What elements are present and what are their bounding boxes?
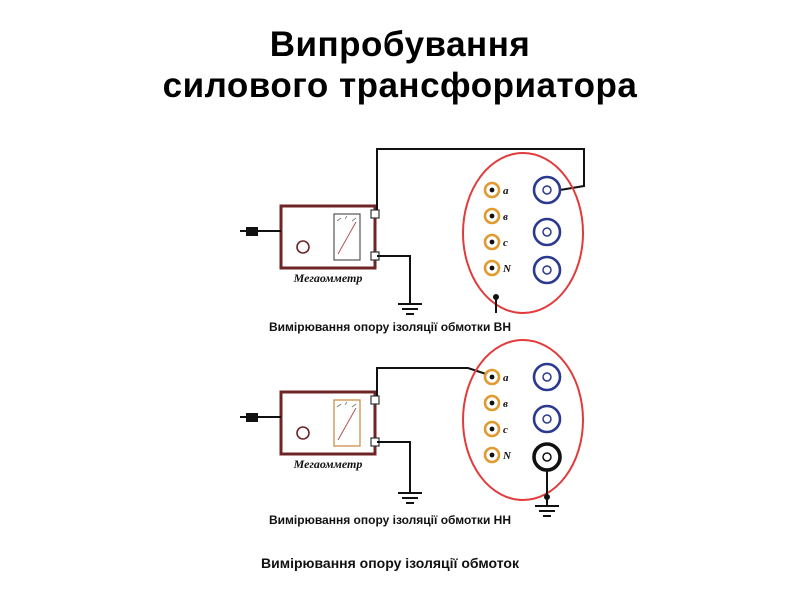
terminal-label-n: N xyxy=(502,450,512,462)
lv-terminal-c-dot xyxy=(489,239,495,245)
device-label: Мегаомметр xyxy=(293,457,363,471)
lv-terminal-a-dot xyxy=(489,187,495,193)
terminal-label-c: с xyxy=(503,424,508,436)
diagram-caption-lv: Вимірювання опору ізоляції обмотки НН xyxy=(269,513,511,527)
hv-bushing-2-center xyxy=(542,414,552,424)
ground-junction-dot xyxy=(544,494,550,500)
lv-terminal-b-dot xyxy=(489,213,495,219)
probe-plug xyxy=(246,413,258,422)
page-title: Випробування силового трансфориатора xyxy=(0,24,800,107)
device-body xyxy=(279,390,377,456)
hv-bushing-3-center xyxy=(542,452,552,462)
title-line-1: Випробування xyxy=(269,25,531,64)
lv-terminal-n-dot xyxy=(489,452,495,458)
device-label: Мегаомметр xyxy=(293,271,363,285)
ground-symbol xyxy=(398,303,422,315)
hv-bushing-1-center xyxy=(542,185,552,195)
megohmmeter-lv xyxy=(240,390,380,456)
hv-ground-wire xyxy=(377,255,411,303)
hv-bushing-1-center xyxy=(542,372,552,382)
lv-terminal-a-dot xyxy=(489,374,495,380)
hv-test-lead-wire xyxy=(376,148,585,210)
lv-test-lead-wire xyxy=(376,367,487,396)
diagram-caption-hv: Вимірювання опору ізоляції обмотки ВН xyxy=(269,320,511,334)
meter-needle xyxy=(337,221,357,255)
transformer-hv: а в с N xyxy=(462,152,584,314)
terminal-label-a: а xyxy=(503,372,509,384)
terminal-label-n: N xyxy=(502,263,512,275)
meter-needle xyxy=(337,407,357,441)
diagram-lv: Мегаомметр а в с xyxy=(240,339,584,527)
lv-terminal-c-dot xyxy=(489,426,495,432)
meter-tick xyxy=(336,217,342,222)
meter-tick xyxy=(344,215,348,220)
device-port-top xyxy=(370,395,380,405)
title-line-2: силового трансфориатора xyxy=(162,66,638,106)
ground-symbol xyxy=(398,492,422,504)
lv-terminal-n-dot xyxy=(489,265,495,271)
meter-tick xyxy=(336,403,342,408)
meter-tick xyxy=(344,401,348,406)
meter-display xyxy=(333,213,361,261)
terminal-label-c: с xyxy=(503,237,508,249)
footer-caption: Вимірювання опору ізоляції обмоток xyxy=(261,555,520,571)
device-port-top xyxy=(370,209,380,219)
lv-ground-wire xyxy=(377,441,411,492)
diagram-hv: Мегаомметр а в с xyxy=(240,148,585,334)
device-body xyxy=(279,204,377,270)
meter-tick xyxy=(351,217,357,222)
terminal-label-b: в xyxy=(503,398,508,410)
megohmmeter-hv xyxy=(240,204,380,270)
ground-symbol xyxy=(535,505,559,517)
terminal-label-a: а xyxy=(503,185,509,197)
winding-ellipse xyxy=(462,339,584,501)
hv-bushing-2-center xyxy=(542,227,552,237)
probe-plug xyxy=(246,227,258,236)
transformer-lv: а в с N xyxy=(462,339,584,517)
hv-bushing-3-center xyxy=(542,265,552,275)
lv-terminal-b-dot xyxy=(489,400,495,406)
terminal-label-b: в xyxy=(503,211,508,223)
winding-ellipse xyxy=(462,152,584,314)
meter-tick xyxy=(351,403,357,408)
device-knob xyxy=(296,426,310,440)
device-knob xyxy=(296,240,310,254)
